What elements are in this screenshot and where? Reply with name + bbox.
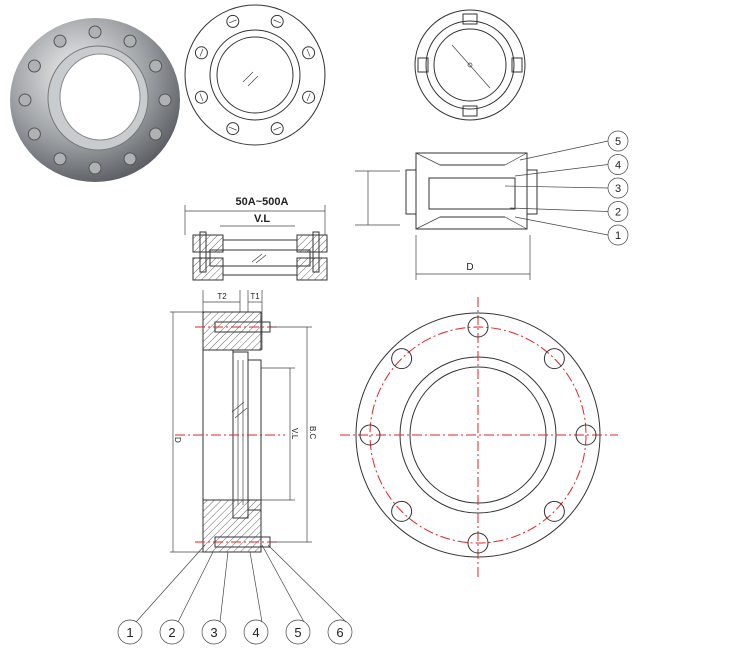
callout-label: 5 — [615, 136, 621, 148]
callout-label: 2 — [168, 625, 175, 640]
bolt-icon — [158, 93, 172, 107]
bolt-hole — [194, 90, 208, 104]
bolt-hole — [302, 46, 316, 60]
bolt-icon — [53, 152, 67, 166]
callout-circle — [607, 224, 629, 246]
callout-circle — [607, 201, 629, 222]
callout-label: 5 — [294, 625, 301, 640]
small-section: 50A~500A V.L — [184, 196, 328, 281]
bolt-hole — [226, 122, 240, 136]
callout-label: 1 — [126, 625, 133, 640]
callout-label: 2 — [615, 207, 621, 219]
bolt-icon — [88, 161, 102, 175]
large-vl-label: V.L — [290, 428, 299, 440]
callout-label: 3 — [210, 625, 217, 640]
vl-label-small: V.L — [254, 213, 270, 225]
bolt-hole — [543, 348, 565, 370]
top-view — [414, 9, 526, 121]
callout-circle — [607, 177, 629, 199]
bolt-icon — [149, 127, 163, 141]
bolt-hole — [302, 90, 316, 104]
bolt-icon — [123, 34, 137, 48]
side-diameter-label: D — [466, 262, 473, 273]
callout-circle — [159, 619, 185, 645]
bolt-hole — [359, 424, 381, 446]
bc-label: B.C — [308, 426, 317, 440]
callout-label: 3 — [615, 183, 621, 195]
bolt-hole — [391, 348, 413, 370]
flange-plan-view — [340, 297, 618, 578]
bolt-hole — [575, 424, 597, 446]
bolt-hole — [543, 500, 565, 522]
callout-circle — [285, 619, 311, 645]
size-range-label: 50A~500A — [236, 196, 289, 208]
t1-label: T1 — [250, 292, 260, 301]
front-view — [184, 4, 326, 146]
bolt-hole — [226, 14, 240, 28]
callout-label: 6 — [336, 625, 343, 640]
product-photo — [10, 18, 180, 182]
bolt-hole — [391, 500, 413, 522]
t2-label: T2 — [217, 292, 227, 301]
callout-circle — [243, 619, 269, 645]
bolt-hole — [467, 316, 489, 338]
callout-circle — [201, 619, 227, 645]
large-section: T2 T1 D V.L B.C 1 2 3 4 5 6 — [117, 290, 353, 645]
bolt-hole — [270, 14, 284, 28]
bolt-icon — [88, 25, 102, 39]
callout-label: 1 — [615, 230, 621, 242]
bolt-icon — [123, 152, 137, 166]
bolt-hole — [270, 122, 284, 136]
bolt-icon — [27, 127, 41, 141]
callout-label: 4 — [615, 160, 621, 172]
callout-circle — [607, 130, 629, 152]
bolt-icon — [27, 59, 41, 73]
bolt-hole — [194, 46, 208, 60]
callout-circle — [117, 619, 143, 645]
bolt-icon — [53, 34, 67, 48]
bolt-icon — [18, 93, 32, 107]
side-view: D 5 4 3 2 1 — [355, 130, 629, 280]
bolt-icon — [149, 59, 163, 73]
callout-label: 4 — [252, 625, 259, 640]
callout-circle — [327, 619, 353, 645]
bolt-hole — [467, 532, 489, 554]
large-diameter-label: D — [173, 437, 182, 443]
callout-circle — [607, 154, 629, 175]
